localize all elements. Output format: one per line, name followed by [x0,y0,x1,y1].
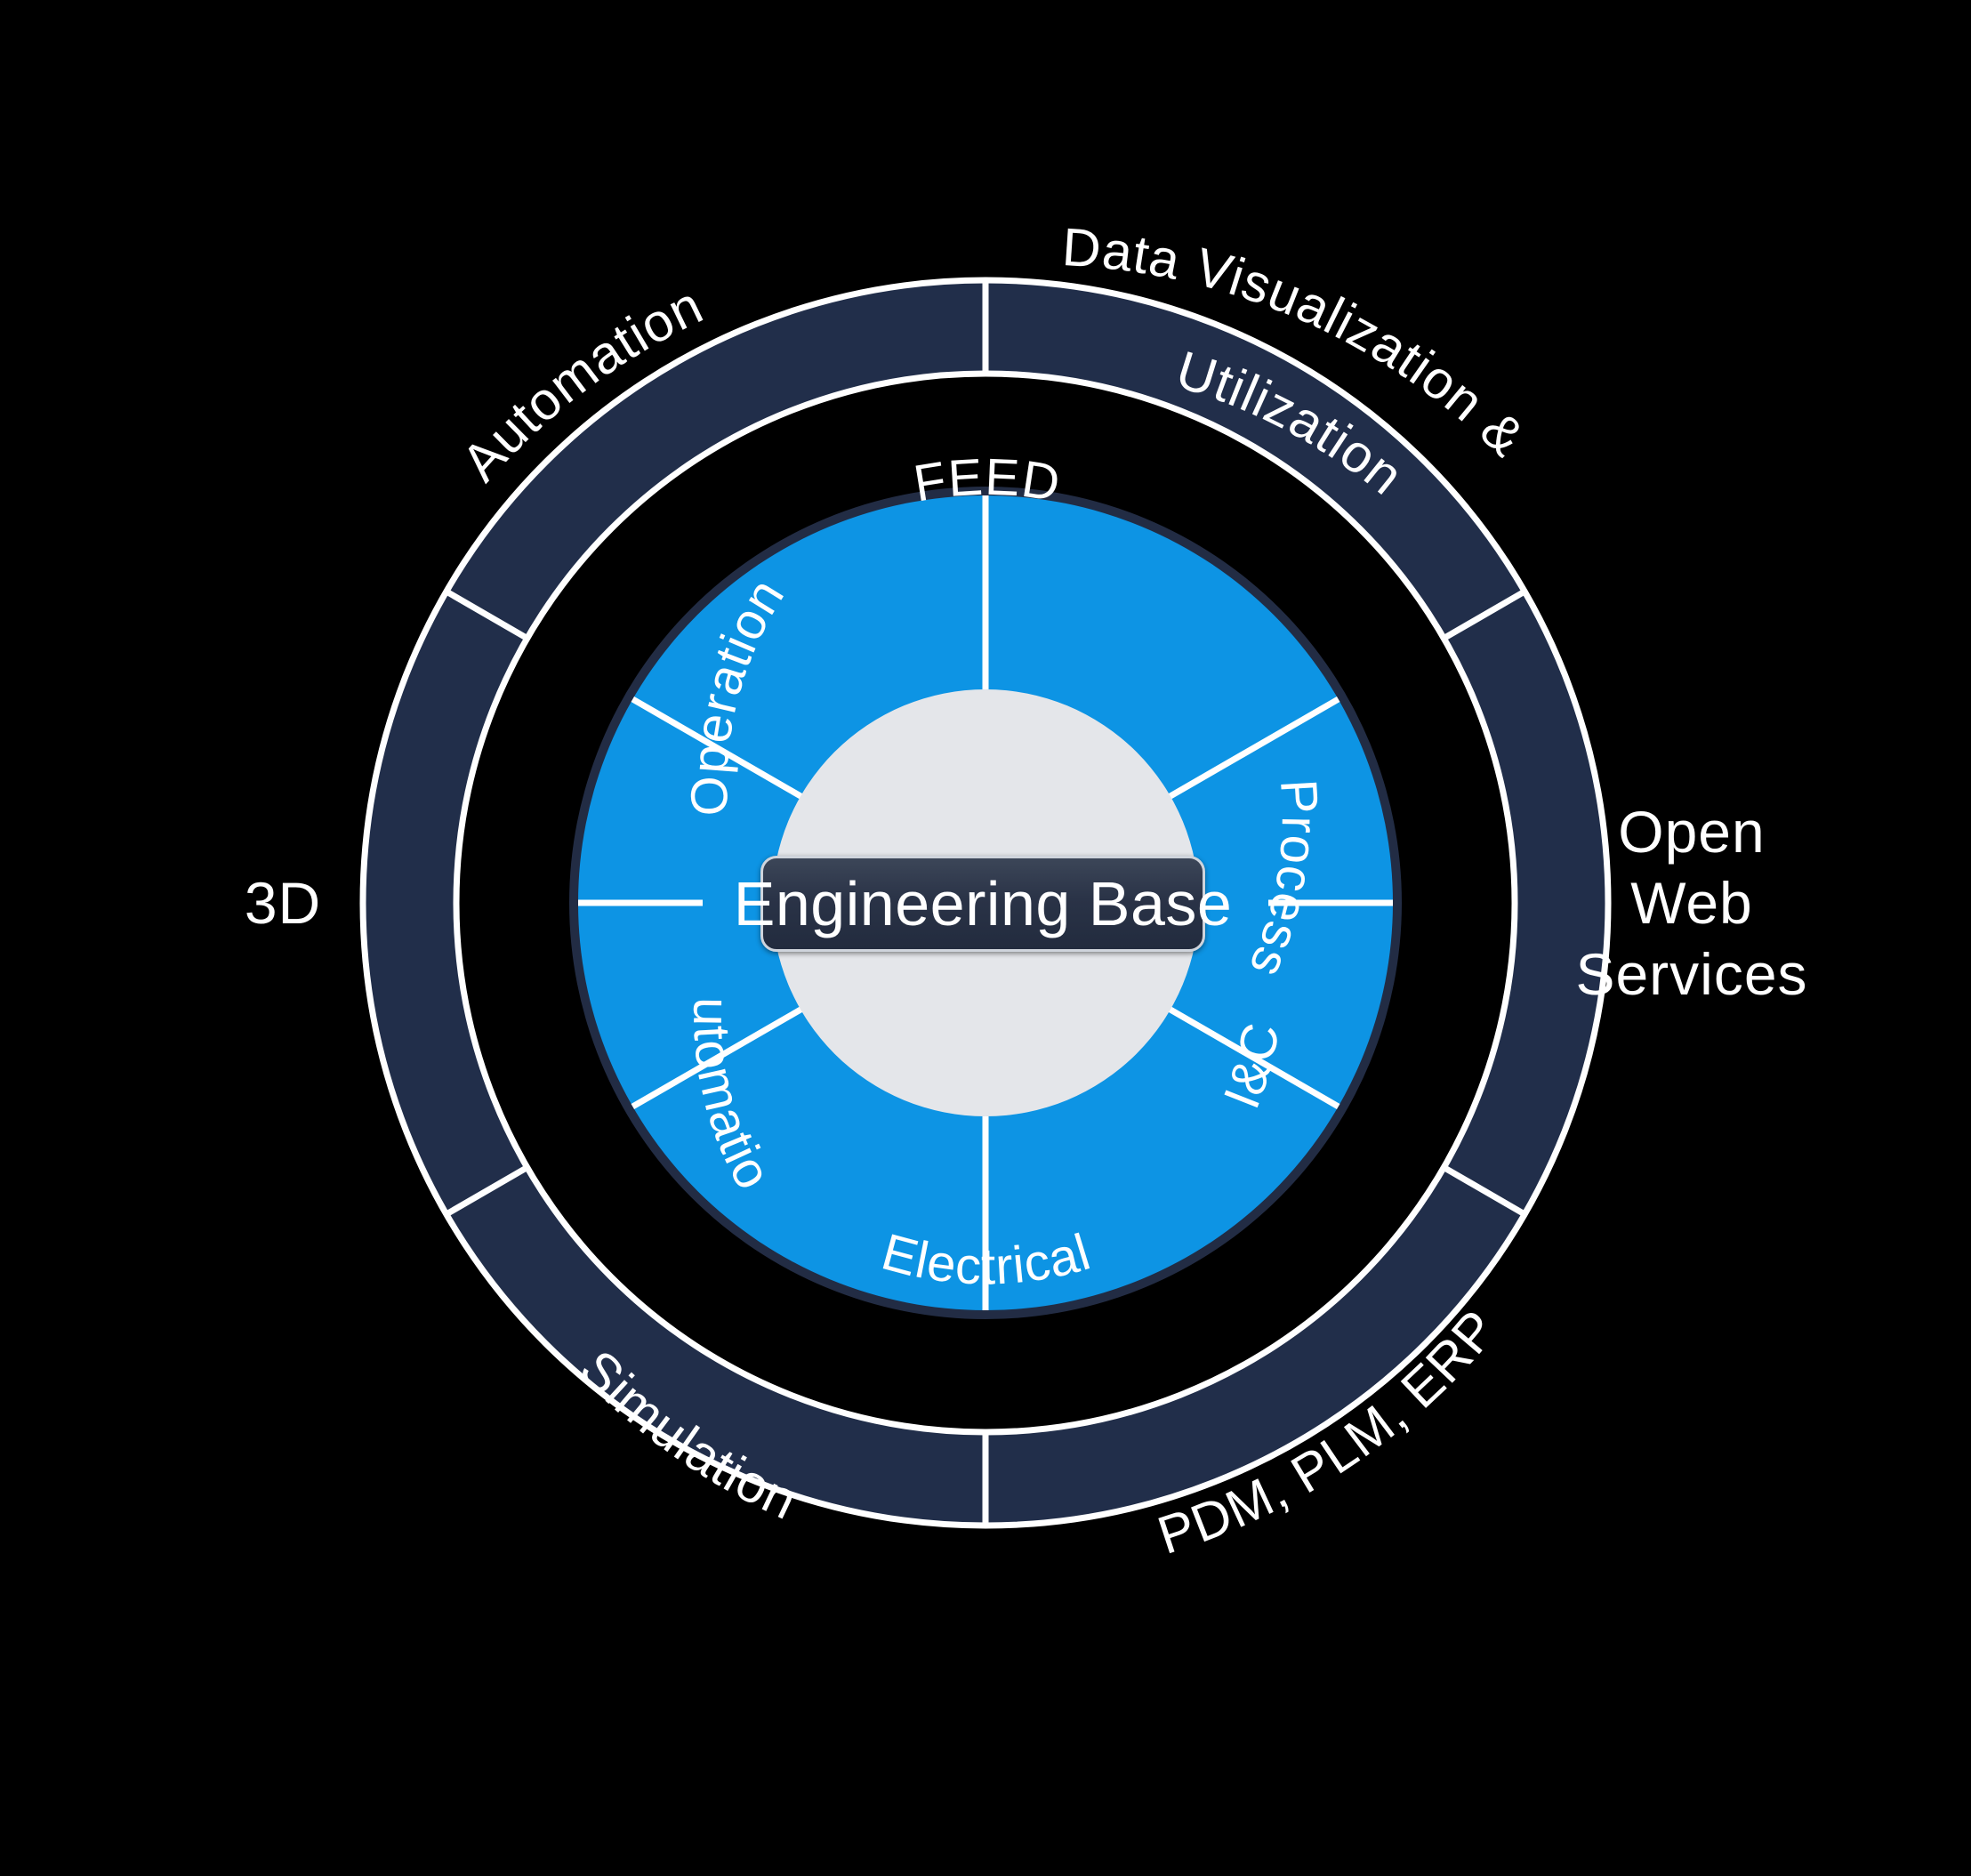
center-badge: Engineering Base [734,856,1232,952]
inner-ring: FEED Process I&C Electrical Automation O… [0,0,1402,1319]
outer-label-open-web-services-line3: Services [1575,941,1807,1007]
outer-label-3d: 3D [245,870,321,936]
inner-ring-dividers [578,495,1393,1310]
inner-label-feed: FEED [910,448,1065,513]
outer-label-open-web-services-line2: Web [1630,870,1753,936]
outer-label-open-web-services-line1: Open [1618,799,1765,865]
center-badge-label: Engineering Base [733,869,1233,938]
outer-ring-dividers [445,280,1526,1526]
